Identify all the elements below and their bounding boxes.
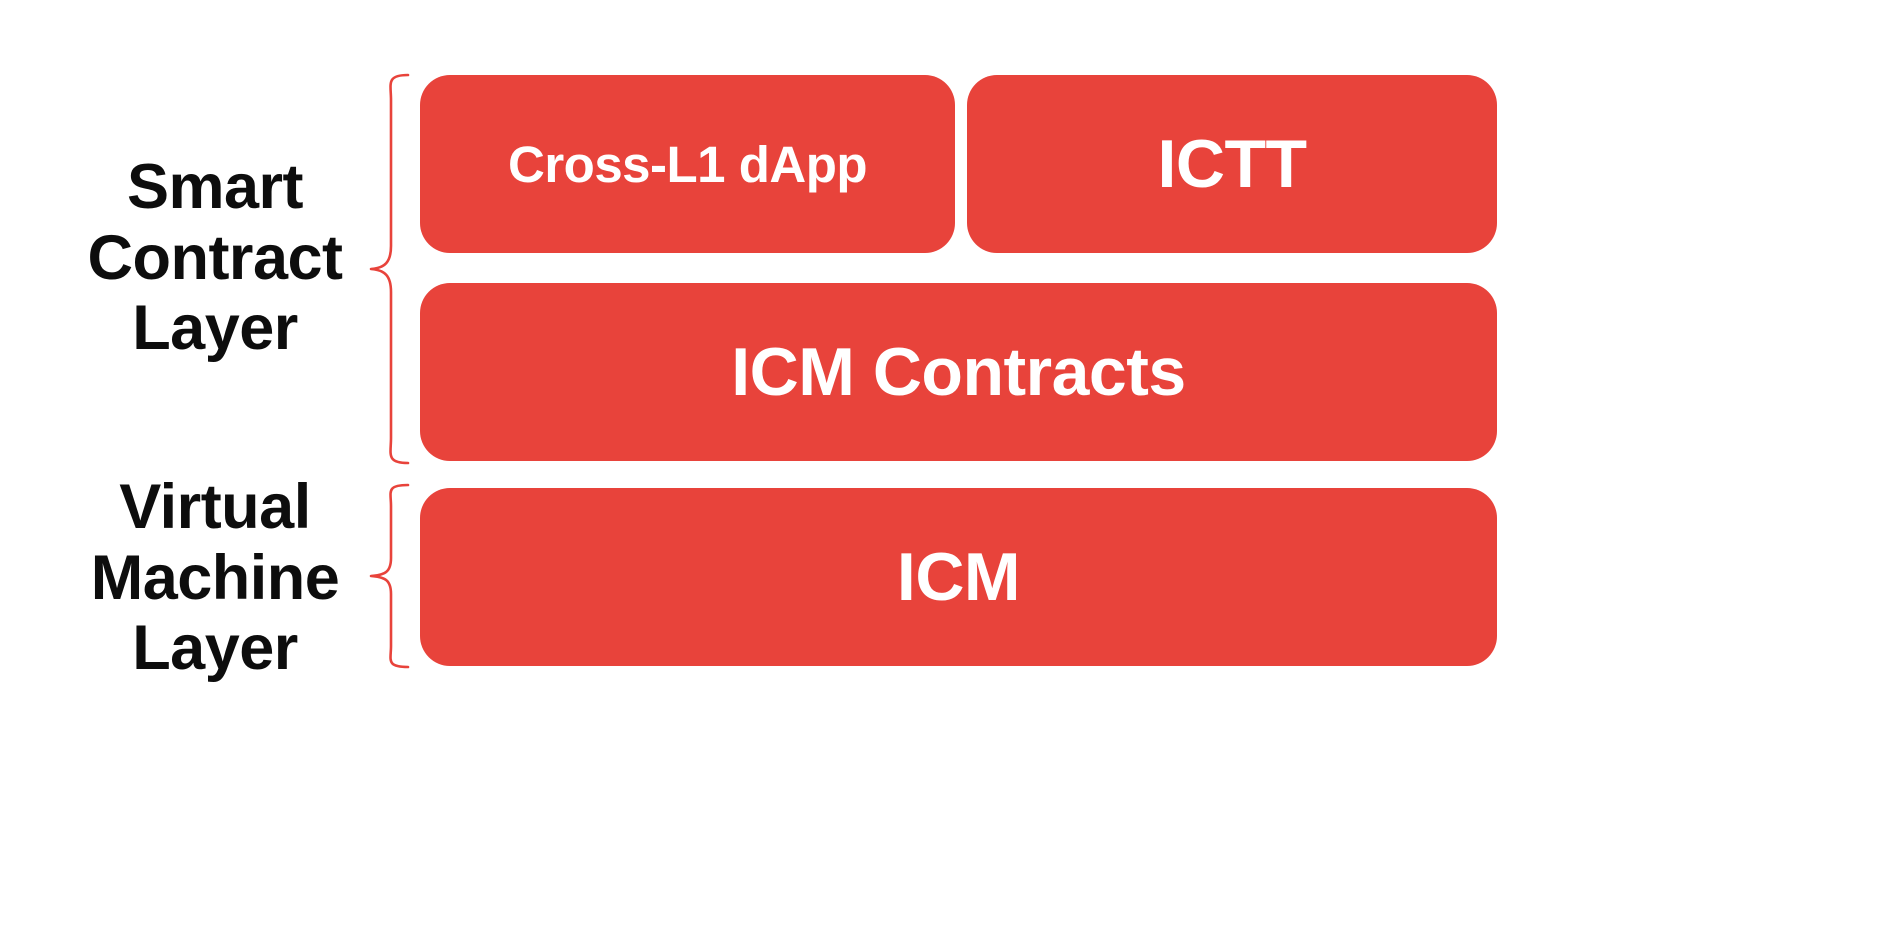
layer-label-virtual-machine: Virtual Machine Layer (90, 472, 340, 684)
layer-label-smart-contract: Smart Contract Layer (87, 152, 343, 364)
box-label-icm-contracts: ICM Contracts (731, 334, 1186, 410)
box-label-icm: ICM (896, 539, 1021, 615)
box-icm-contracts[interactable]: ICM Contracts (420, 283, 1497, 461)
box-cross-l1-dapp[interactable]: Cross-L1 dApp (420, 75, 955, 253)
curly-brace-icon-smart-contract (369, 73, 410, 465)
box-label-cross-l1-dapp: Cross-L1 dApp (507, 135, 868, 193)
box-icm[interactable]: ICM (420, 488, 1497, 666)
box-label-ictt: ICTT (1157, 126, 1307, 202)
box-ictt[interactable]: ICTT (967, 75, 1497, 253)
curly-brace-icon-virtual-machine (369, 483, 410, 669)
